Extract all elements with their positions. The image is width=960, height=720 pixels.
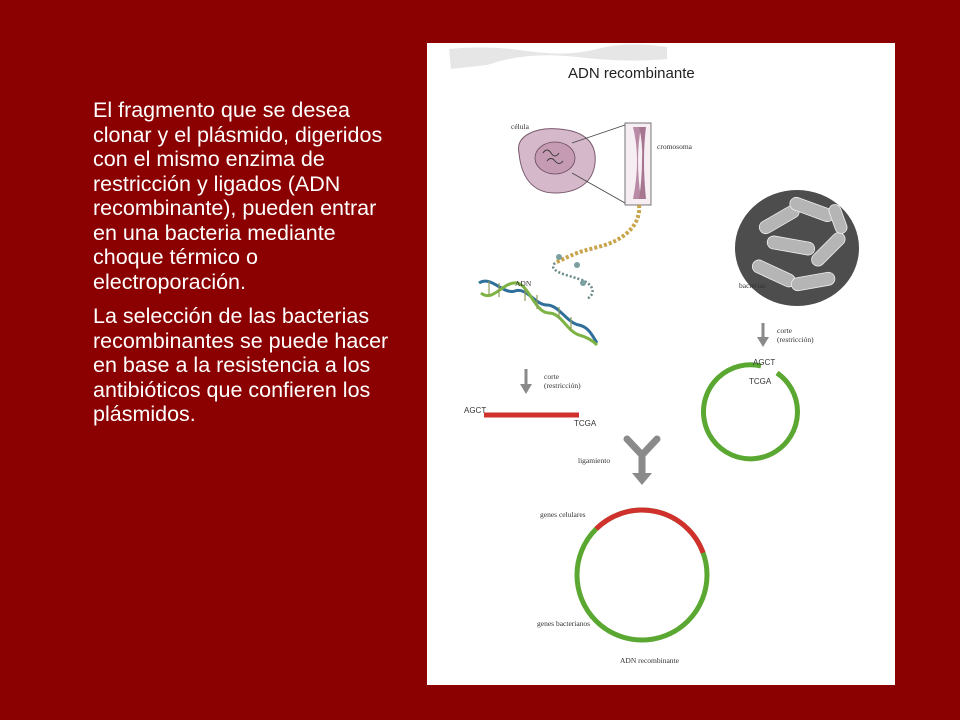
paragraph-selection: La selección de las bacterias recombinan… [93,304,389,426]
label-cell: célula [511,122,530,131]
dna-base-pairs [488,281,572,331]
plasmid-seq-bottom: TCGA [749,377,772,386]
ligation-arrow-icon [632,473,652,485]
label-cut-right-2: (restricción) [777,335,814,344]
cut-arrow-left-icon [520,384,532,394]
zoom-line-bottom [571,172,626,204]
label-ligation: ligamiento [578,456,610,465]
nucleus-chromatin [542,149,564,164]
label-cut-left-2: (restricción) [544,381,581,390]
torn-paper-strip [449,44,667,69]
plasmid-seq-top: AGCT [753,358,775,367]
insert-seq-start: AGCT [464,406,486,415]
figure-title: ADN recombinante [568,65,695,82]
cell-nucleus [534,141,576,175]
label-cut-right-1: corte [777,326,793,335]
chromosome-right-arm [639,127,646,199]
dna-strand-2 [480,281,599,347]
zoom-line-top [571,124,626,144]
nucleosome-1 [556,254,562,260]
recombinant-dna-figure: ADN recombinante célula cromosoma ADN [427,43,895,685]
insert-seq-end: TCGA [574,419,597,428]
figure-canvas: ADN recombinante célula cromosoma ADN [449,44,859,665]
label-dna: ADN [515,279,532,288]
recombinant-insert-arc [594,507,706,554]
nucleosome-2 [574,262,580,268]
cut-plasmid-ring [700,362,800,462]
label-cell-genes: genes celulares [540,510,586,519]
chromatin-fiber [554,204,642,265]
ligation-arrow-arms [623,435,661,459]
nucleosome-3 [580,280,586,286]
label-bacteria: bacterias [739,281,766,290]
label-recombinant-result: ADN recombinante [620,656,680,665]
bacteria-rods [751,196,848,292]
label-chromosome: cromosoma [657,142,693,151]
label-cut-left-1: corte [544,372,560,381]
label-bacterial-genes: genes bacterianos [537,619,590,628]
chromosome-left-arm [633,127,641,199]
nucleosome-fiber [551,262,594,301]
cut-arrow-right-icon [757,337,769,347]
slide-text: El fragmento que se desea clonar y el pl… [93,98,398,437]
paragraph-cloning: El fragmento que se desea clonar y el pl… [93,98,383,294]
dna-strand-1 [478,279,599,344]
